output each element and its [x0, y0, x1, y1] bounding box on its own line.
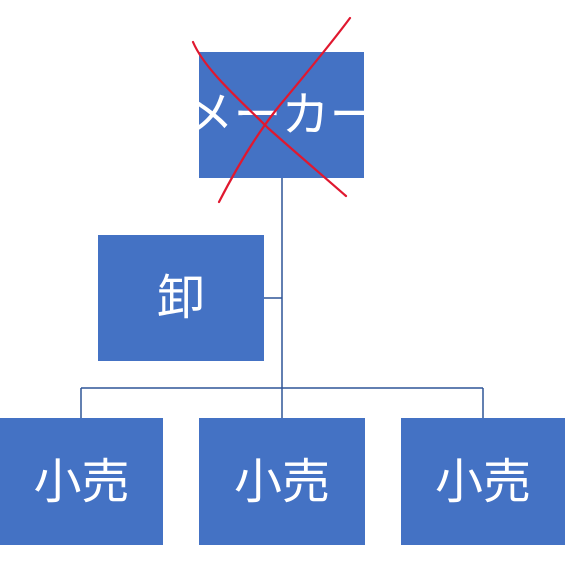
- retail-node: 小売: [199, 418, 365, 545]
- maker-label: メーカー: [185, 87, 378, 143]
- wholesale-node: 卸: [98, 235, 264, 361]
- retail-node: 小売: [401, 418, 565, 545]
- maker-node: メーカー: [186, 52, 378, 178]
- retail-node: 小売: [0, 418, 163, 545]
- retail-label: 小売: [233, 453, 330, 510]
- retail-label: 小売: [33, 453, 130, 510]
- wholesale-label: 卸: [156, 270, 205, 326]
- retail-label: 小売: [434, 453, 531, 510]
